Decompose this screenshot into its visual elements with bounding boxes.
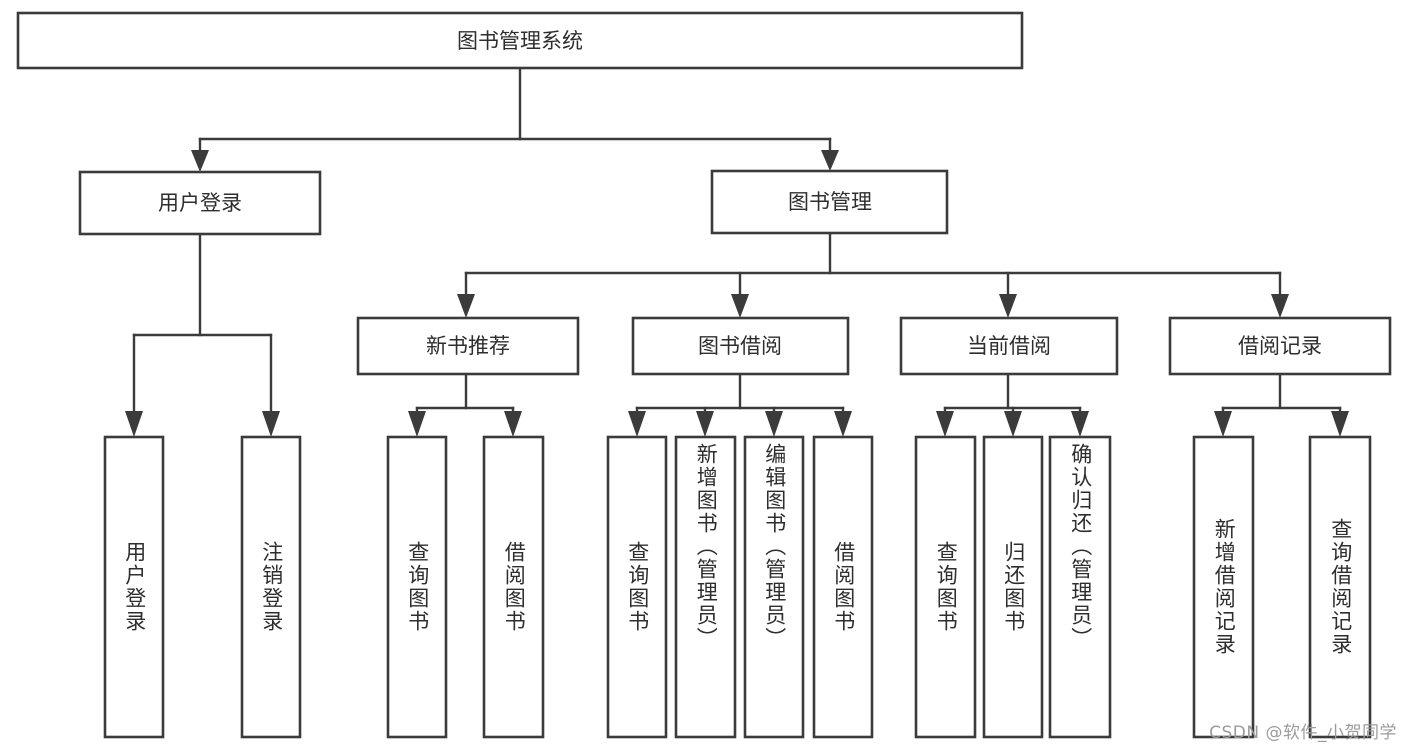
node-user-login-box[interactable] <box>78 170 322 236</box>
node-current-borrow[interactable]: 当前借阅 <box>899 316 1119 376</box>
node-borrow-record-box[interactable] <box>1168 316 1392 376</box>
node-book-manage-label: 图书管理 <box>788 190 872 214</box>
arrow-to-user-login <box>191 150 209 172</box>
node-root-box[interactable] <box>16 11 1024 70</box>
leaf-box-query-record[interactable] <box>1308 435 1372 739</box>
leaf-box-layer[interactable] <box>103 435 1372 739</box>
node-borrow-record-label: 借阅记录 <box>1238 334 1322 358</box>
arrow-leaf-add-book <box>696 411 714 437</box>
arrow-leaf-user-login <box>125 411 143 437</box>
leaf-box-add-record[interactable] <box>1192 435 1255 739</box>
arrow-leaf-borrow-book-rec <box>504 411 522 437</box>
leaf-box-user-logout[interactable] <box>240 435 302 739</box>
node-new-book-recommend-box[interactable] <box>356 316 580 376</box>
arrow-to-book-manage <box>821 150 839 171</box>
node-book-manage-box[interactable] <box>710 169 949 235</box>
arrow-leaf-query-book-rec <box>408 411 426 437</box>
node-borrow-record[interactable]: 借阅记录 <box>1168 316 1392 376</box>
leaf-box-query-book-borrow[interactable] <box>606 435 668 739</box>
arrow-leaf-edit-book <box>765 411 783 437</box>
arrow-leaf-query-book-borrow <box>628 411 646 437</box>
leaf-box-edit-book[interactable] <box>743 435 805 739</box>
watermark-text: CSDN @软件_小贺同学 <box>1209 723 1397 743</box>
leaf-box-user-login[interactable] <box>103 435 165 739</box>
arrow-borrow-record <box>1271 294 1289 318</box>
arrow-leaf-borrow-book <box>834 411 852 437</box>
arrow-leaf-return-book <box>1004 411 1022 437</box>
leaf-box-confirm-return[interactable] <box>1048 435 1112 739</box>
arrow-leaf-add-record <box>1214 411 1232 437</box>
node-new-book-recommend[interactable]: 新书推荐 <box>356 316 580 376</box>
node-book-manage[interactable]: 图书管理 <box>710 169 949 235</box>
arrow-current-borrow <box>999 294 1017 318</box>
leaf-box-query-book-cur[interactable] <box>914 435 977 739</box>
node-new-book-recommend-label: 新书推荐 <box>426 334 510 358</box>
node-current-borrow-label: 当前借阅 <box>967 334 1051 358</box>
node-current-borrow-box[interactable] <box>899 316 1119 376</box>
arrow-leaf-query-book-cur <box>936 411 954 437</box>
leaf-box-borrow-book-rec[interactable] <box>482 435 545 739</box>
leaf-box-borrow-book[interactable] <box>812 435 874 739</box>
node-book-borrow-box[interactable] <box>631 316 850 376</box>
arrow-new-book-recommend <box>457 294 475 318</box>
arrow-book-borrow <box>731 294 749 318</box>
node-root[interactable]: 图书管理系统 <box>16 11 1024 70</box>
connector-layer <box>125 66 1349 437</box>
node-user-login-label: 用户登录 <box>158 191 242 215</box>
node-book-borrow[interactable]: 图书借阅 <box>631 316 850 376</box>
arrow-leaf-user-logout <box>262 411 280 437</box>
arrow-leaf-query-record <box>1331 411 1349 437</box>
node-book-borrow-label: 图书借阅 <box>698 334 782 358</box>
leaf-box-return-book[interactable] <box>982 435 1044 739</box>
leaf-box-query-book-rec[interactable] <box>386 435 448 739</box>
leaf-box-add-book[interactable] <box>674 435 737 739</box>
node-user-login[interactable]: 用户登录 <box>78 170 322 236</box>
node-root-label: 图书管理系统 <box>457 29 583 53</box>
arrow-leaf-confirm-return <box>1071 411 1089 437</box>
